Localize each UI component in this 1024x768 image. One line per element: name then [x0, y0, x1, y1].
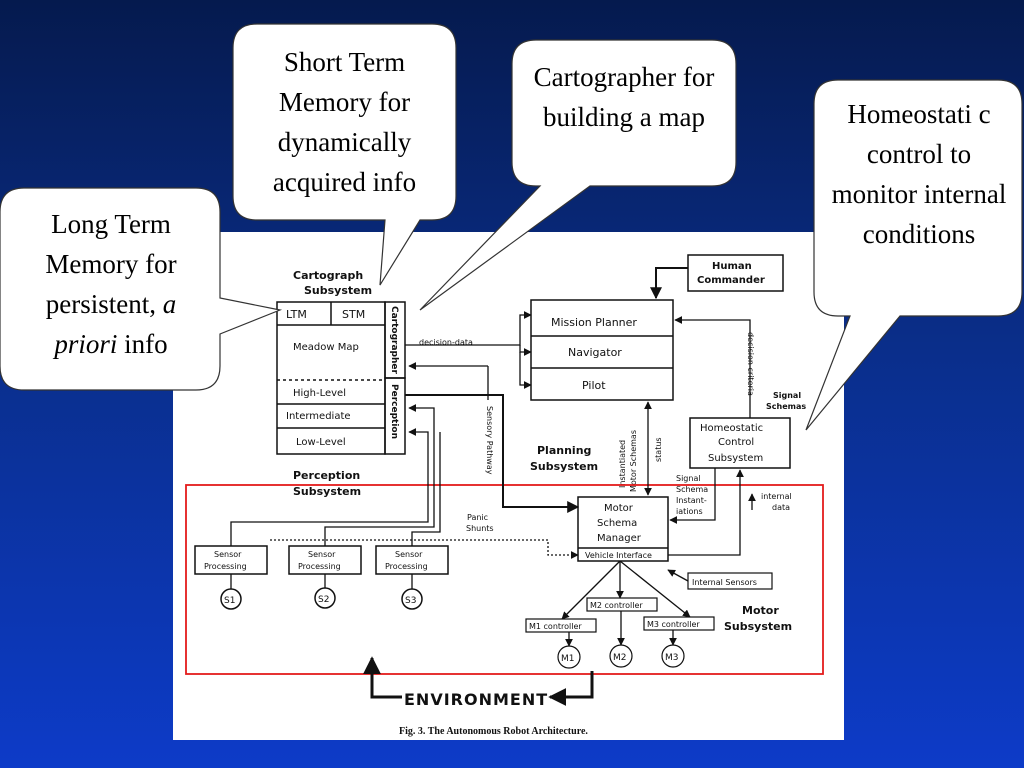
decision-data-label: decision-data — [419, 338, 473, 347]
cartographer-vertical-label: Cartographer — [389, 306, 399, 375]
sensor-s1-label: S1 — [224, 596, 235, 606]
homeostatic-label-1: Homeostatic — [700, 423, 763, 434]
perception-vertical-label: Perception — [389, 384, 399, 439]
sensor-proc-2-label-2: Processing — [298, 562, 341, 571]
long-term-text: Long Term Memory for persistent, a prior… — [8, 204, 214, 364]
long-term-line-4b: info — [117, 329, 168, 359]
msm-label-3: Manager — [597, 533, 642, 544]
signal-schema-inst-4: iations — [676, 507, 703, 516]
sensor-proc-3-label-1: Sensor — [395, 550, 423, 559]
internal-sensors-label: Internal Sensors — [692, 578, 757, 587]
sensor-s3-label: S3 — [405, 596, 416, 606]
motor-subsystem-boundary — [185, 484, 824, 675]
motor-subsystem-label-2: Subsystem — [724, 620, 792, 633]
long-term-line-1: Long Term — [51, 209, 171, 239]
msm-label-2: Schema — [597, 518, 637, 529]
long-term-line-2: Memory for — [45, 249, 177, 279]
m3-controller-label: M3 controller — [647, 620, 700, 629]
sensor-proc-3-label-2: Processing — [385, 562, 428, 571]
perception-vertical-box — [384, 377, 406, 455]
human-commander-box — [687, 254, 784, 292]
homeostatic-label-3: Subsystem — [708, 453, 763, 464]
vehicle-interface-label: Vehicle Interface — [585, 551, 652, 560]
environment-label: ENVIRONMENT — [404, 690, 548, 709]
planning-subsystem-label-2: Subsystem — [530, 460, 598, 473]
internal-data-label-2: data — [772, 503, 790, 512]
homeostatic-control-box — [689, 417, 791, 469]
motor-m2-label: M2 — [613, 653, 627, 663]
perception-subsystem-label-2: Subsystem — [293, 485, 361, 498]
sensor-proc-1-label-2: Processing — [204, 562, 247, 571]
signal-schema-inst-3: Instant- — [676, 496, 707, 505]
stm-label: STM — [342, 308, 365, 321]
meadow-map-label: Meadow Map — [293, 342, 359, 353]
motor-m3-label: M3 — [665, 653, 679, 663]
sensor-proc-1-label-1: Sensor — [214, 550, 242, 559]
motor-schema-manager-box — [577, 496, 669, 562]
short-term-text: Short Term Memory for dynamically acquir… — [272, 47, 417, 197]
homeostatic-label-2: Control — [718, 437, 754, 448]
m3-controller-box — [643, 616, 715, 631]
sensory-pathway-label: Sensory Pathway — [485, 406, 494, 475]
long-term-line-3b: a — [162, 289, 177, 319]
cartographer-text: Cartographer for building a map — [533, 62, 715, 132]
figure-panel — [173, 232, 844, 740]
long-term-line-3a: persistent, — [45, 289, 163, 319]
figure-caption: Fig. 3. The Autonomous Robot Architectur… — [399, 726, 588, 737]
sensor-s2-label: S2 — [318, 595, 329, 605]
pilot-label: Pilot — [582, 379, 606, 392]
human-commander-label-1: Human — [712, 261, 752, 272]
ltm-label: LTM — [286, 308, 307, 321]
internal-data-label-1: internal — [761, 492, 792, 501]
msm-label-1: Motor — [604, 503, 634, 514]
status-label: status — [654, 437, 663, 462]
cartographer-subsystem-label-2: Subsystem — [304, 284, 372, 297]
homeostatic-text: Homeostati c control to monitor internal… — [831, 99, 1007, 249]
signal-schemas-right-label-2: Schemas — [766, 402, 806, 411]
homeostatic-callout — [805, 79, 1023, 431]
planning-subsystem-label-1: Planning — [537, 444, 591, 457]
sensor-proc-2-label-1: Sensor — [308, 550, 336, 559]
human-commander-label-2: Commander — [697, 275, 765, 286]
long-term-line-4a: priori — [54, 329, 118, 359]
panic-shunts-label-1: Panic — [467, 513, 488, 522]
instantiated-label-2: Motor Schemas — [629, 430, 638, 492]
perception-subsystem-label-1: Perception — [293, 469, 360, 482]
m2-controller-label: M2 controller — [590, 601, 643, 610]
motor-subsystem-label-1: Motor — [742, 604, 779, 617]
motor-m1-label: M1 — [561, 654, 575, 664]
m1-controller-label: M1 controller — [529, 622, 582, 631]
long-term-callout — [0, 187, 283, 391]
mission-planner-label: Mission Planner — [551, 316, 637, 329]
navigator-label: Navigator — [568, 346, 622, 359]
cartographer-subsystem-label-1: Cartograph — [293, 269, 363, 282]
short-term-callout — [232, 23, 457, 286]
intermediate-label: Intermediate — [286, 411, 351, 422]
signal-schemas-right-label-1: Signal — [773, 391, 801, 400]
high-level-label: High-Level — [293, 388, 346, 399]
m1-controller-box — [525, 618, 597, 633]
low-level-label: Low-Level — [296, 437, 346, 448]
instantiated-label-1: Instantiated — [618, 440, 627, 488]
signal-schema-inst-2: Schema — [676, 485, 708, 494]
cartographer-callout — [419, 39, 737, 311]
signal-schema-inst-1: Signal — [676, 474, 701, 483]
panic-shunts-label-2: Shunts — [466, 524, 494, 533]
